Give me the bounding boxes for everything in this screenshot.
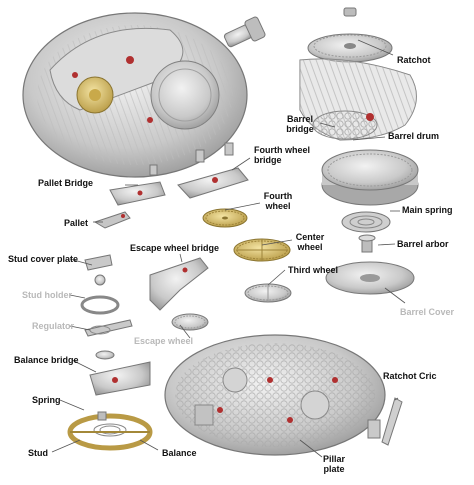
barrel-drum-part bbox=[321, 149, 419, 206]
label-regulator: Regulator bbox=[32, 321, 75, 331]
ratchot-cric-part bbox=[367, 397, 403, 446]
label-stud-holder: Stud holder bbox=[22, 290, 72, 300]
fourth-wheel-part bbox=[202, 208, 248, 228]
label-main-spring: Main spring bbox=[402, 205, 453, 215]
label-balance-bridge: Balance bridge bbox=[14, 355, 79, 365]
label-balance: Balance bbox=[162, 448, 197, 458]
leader-lines bbox=[51, 39, 406, 458]
label-fourth-wheel-bridge: Fourth wheel bridge bbox=[254, 145, 310, 165]
escape-wheel-bridge-part bbox=[149, 257, 209, 311]
label-ratchot-cric: Ratchot Cric bbox=[383, 371, 437, 381]
regulator-part bbox=[84, 319, 133, 337]
label-barrel-arbor: Barrel arbor bbox=[397, 239, 449, 249]
label-pallet: Pallet bbox=[64, 218, 89, 228]
stud-cover-plate-part bbox=[84, 254, 113, 286]
main-spring-part bbox=[341, 211, 391, 233]
pallet-bridge-part bbox=[109, 164, 166, 206]
label-escape-wheel-bridge: Escape wheel bridge bbox=[130, 243, 220, 253]
fourth-wheel-bridge-part bbox=[177, 142, 249, 199]
label-third-wheel: Third wheel bbox=[288, 265, 339, 275]
balance-bridge-part bbox=[89, 350, 151, 396]
label-stud-cover-plate: Stud cover plate bbox=[8, 254, 79, 264]
barrel-arbor-part bbox=[358, 234, 376, 253]
pallet-part bbox=[93, 211, 131, 229]
center-wheel-part bbox=[233, 238, 291, 262]
ratchet-wheel bbox=[307, 7, 393, 63]
label-fourth-wheel: Fourth wheel bbox=[263, 191, 293, 211]
label-escape-wheel: Escape wheel bbox=[134, 336, 194, 346]
label-center-wheel: Center wheel bbox=[295, 232, 325, 252]
barrel-bridge-part bbox=[299, 58, 417, 141]
label-spring: Spring bbox=[32, 395, 61, 405]
label-stud: Stud bbox=[28, 448, 48, 458]
pillar-plate-part bbox=[164, 334, 386, 456]
stud-holder-part bbox=[80, 295, 120, 315]
balance-part bbox=[67, 411, 153, 451]
assembled-movement bbox=[22, 12, 266, 178]
third-wheel-part bbox=[244, 283, 292, 303]
label-pallet-bridge: Pallet Bridge bbox=[38, 178, 94, 188]
barrel-cover-part bbox=[325, 261, 415, 295]
label-barrel-cover: Barrel Cover bbox=[400, 307, 455, 317]
label-ratchot: Ratchot bbox=[397, 55, 431, 65]
label-barrel-bridge: Barrel bridge bbox=[286, 114, 314, 134]
label-pillar-plate: Pillar plate bbox=[322, 454, 346, 474]
label-barrel-drum: Barrel drum bbox=[388, 131, 440, 141]
escape-wheel-part bbox=[171, 313, 209, 331]
